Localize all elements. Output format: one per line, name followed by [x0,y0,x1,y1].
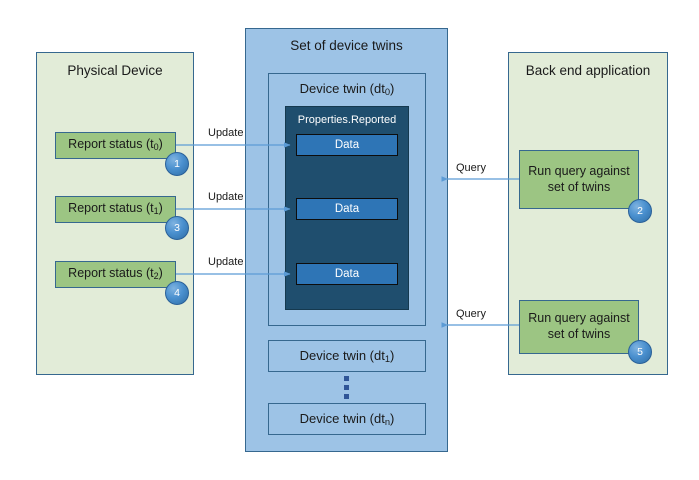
device-twin-dt0-label: Device twin (dt0) [299,81,395,98]
update-label-2: Update [208,191,244,203]
dot-2 [344,385,349,390]
step-badge-3: 3 [165,216,189,240]
data-box-1[interactable]: Data [296,134,398,156]
report-status-label-t2: Report status (t2) [68,266,163,282]
dot-3 [344,394,349,399]
report-status-label-t0: Report status (t0) [68,137,163,153]
update-label-1: Update [208,127,244,139]
run-query-box-5[interactable]: Run query against set of twins [519,300,639,354]
device-twin-dt1-box[interactable] [268,340,426,372]
device-twin-dtn-label: Device twin (dtn) [299,411,395,428]
query-label-1: Query [456,162,486,174]
data-box-3[interactable]: Data [296,263,398,285]
report-status-box-t2[interactable]: Report status (t2) [55,261,176,288]
dot-1 [344,376,349,381]
step-badge-2: 2 [628,199,652,223]
report-status-box-t1[interactable]: Report status (t1) [55,196,176,223]
update-label-3: Update [208,256,244,268]
query-label-2: Query [456,308,486,320]
step-badge-5: 5 [628,340,652,364]
physical-device-title: Physical Device [67,63,163,78]
back-end-application-title: Back end application [525,63,651,78]
properties-reported-title: Properties.Reported [297,114,397,126]
report-status-box-t0[interactable]: Report status (t0) [55,132,176,159]
run-query-label-2: Run query against set of twins [528,163,630,194]
run-query-label-5: Run query against set of twins [528,311,630,341]
step-badge-4: 4 [165,281,189,305]
step-badge-1: 1 [165,152,189,176]
run-query-box-2[interactable]: Run query against set of twins [519,150,639,209]
set-of-device-twins-title: Set of device twins [290,38,403,53]
report-status-label-t1: Report status (t1) [68,201,163,217]
vertical-ellipsis-icon [344,376,349,399]
device-twin-dt1-label: Device twin (dt1) [299,348,395,365]
data-box-2[interactable]: Data [296,198,398,220]
device-twin-dtn-box[interactable] [268,403,426,435]
